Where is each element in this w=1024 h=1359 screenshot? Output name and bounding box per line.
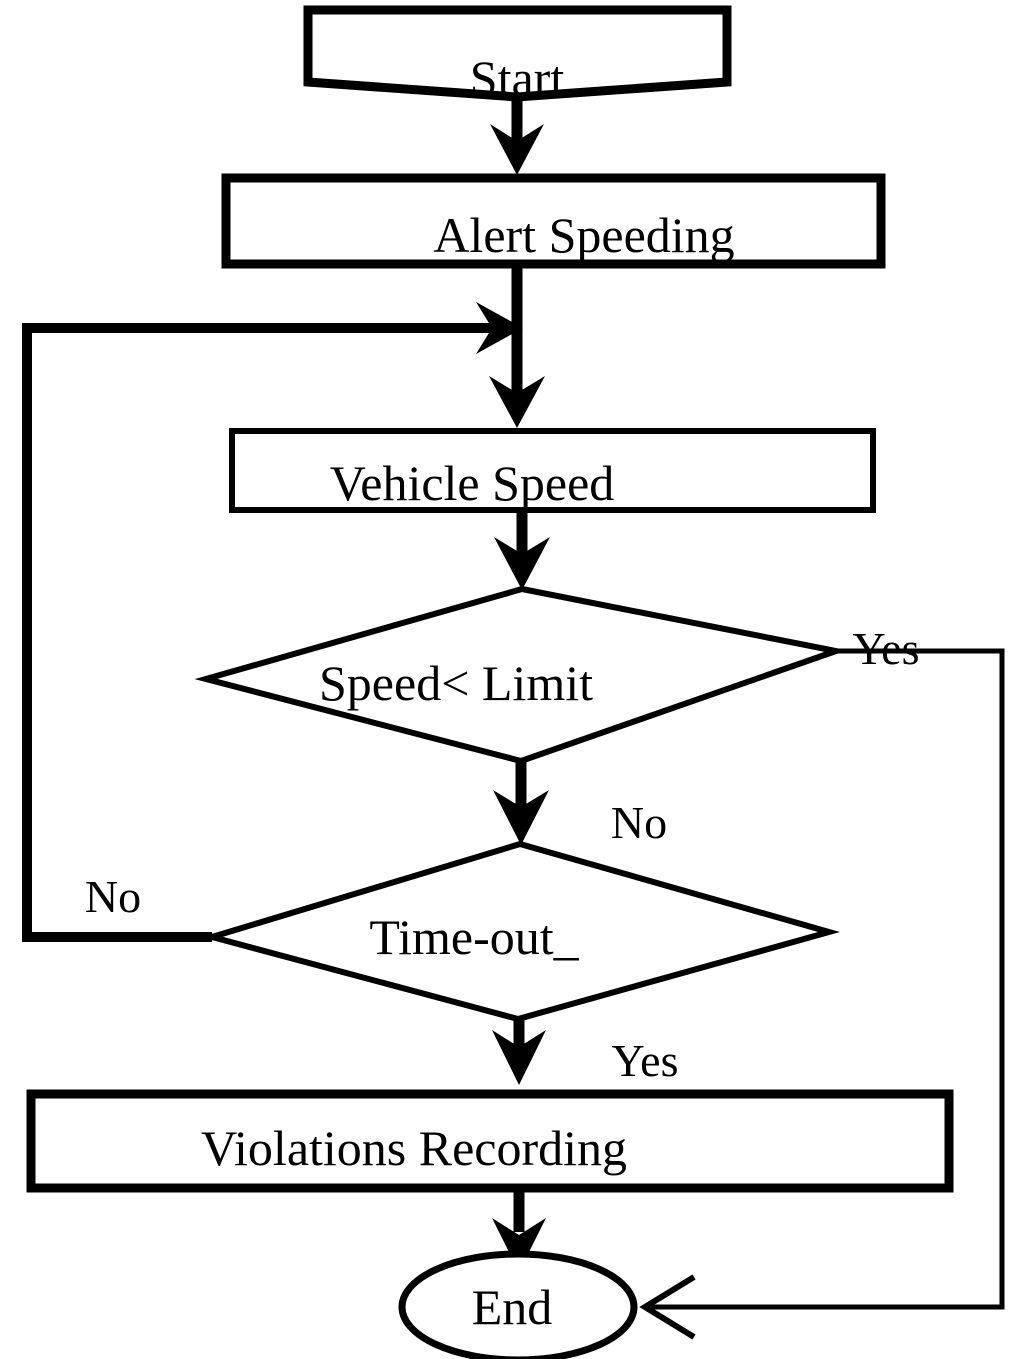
edge-speedcheck-no: No (493, 762, 667, 848)
node-alert-speeding-label: Alert Speeding (433, 207, 734, 263)
node-speed-check-shape (194, 585, 848, 765)
node-violations-recording[interactable]: Violations Recording (26, 1089, 954, 1193)
node-end[interactable]: End (398, 1250, 638, 1359)
edge-timeout-yes: Yes (492, 1020, 678, 1086)
node-vehicle-speed-label: Vehicle Speed (330, 455, 615, 511)
node-vehicle-speed[interactable]: Vehicle Speed (229, 428, 876, 513)
node-violations-recording-shape (26, 1089, 954, 1193)
node-vehicle-speed-shape (229, 428, 876, 513)
node-violations-recording-label: Violations Recording (201, 1120, 627, 1176)
edge-speedcheck-yes: Yes (639, 623, 1005, 1340)
edge-alert-to-speed (489, 268, 545, 428)
node-timeout-check-shape (201, 840, 841, 1023)
node-timeout-check[interactable]: Time-out_ (201, 840, 841, 1023)
node-end-shape (398, 1250, 638, 1359)
node-end-label: End (472, 1279, 553, 1335)
edge-label-speedcheck-yes: Yes (853, 623, 920, 674)
edge-speedcheck-yes-arrowhead (639, 1274, 696, 1340)
edge-violations-to-end-arrowhead (492, 1218, 546, 1272)
edge-start-to-alert (490, 92, 544, 175)
edge-start-to-alert-arrowhead (490, 124, 544, 175)
edge-speedcheck-no-arrowhead (493, 790, 549, 845)
edge-speedcheck-yes-path (651, 648, 1005, 1310)
edge-violations-to-end (492, 1192, 546, 1272)
node-timeout-check-label: Time-out_ (369, 909, 579, 965)
node-alert-speeding[interactable]: Alert Speeding (221, 173, 886, 269)
edge-timeout-no-arrowhead (476, 302, 523, 354)
edge-speed-to-speedcheck (494, 513, 550, 590)
node-alert-speeding-shape (221, 173, 886, 269)
edge-label-timeout-no: No (85, 871, 141, 922)
edge-speed-to-speedcheck-arrowhead (494, 537, 550, 590)
edge-timeout-no: No (22, 302, 523, 942)
node-start-shape (303, 5, 732, 102)
node-start-label: Start (470, 50, 565, 106)
node-start[interactable]: Start (303, 5, 732, 106)
edge-label-timeout-yes: Yes (612, 1035, 679, 1086)
edge-timeout-no-path (22, 323, 512, 942)
node-speed-check-label: Speed< Limit (319, 655, 593, 711)
node-speed-check[interactable]: Speed< Limit (194, 585, 848, 765)
edge-alert-to-speed-arrowhead (489, 376, 545, 428)
edge-label-speedcheck-no: No (611, 797, 667, 848)
edge-timeout-yes-arrowhead (492, 1030, 546, 1085)
